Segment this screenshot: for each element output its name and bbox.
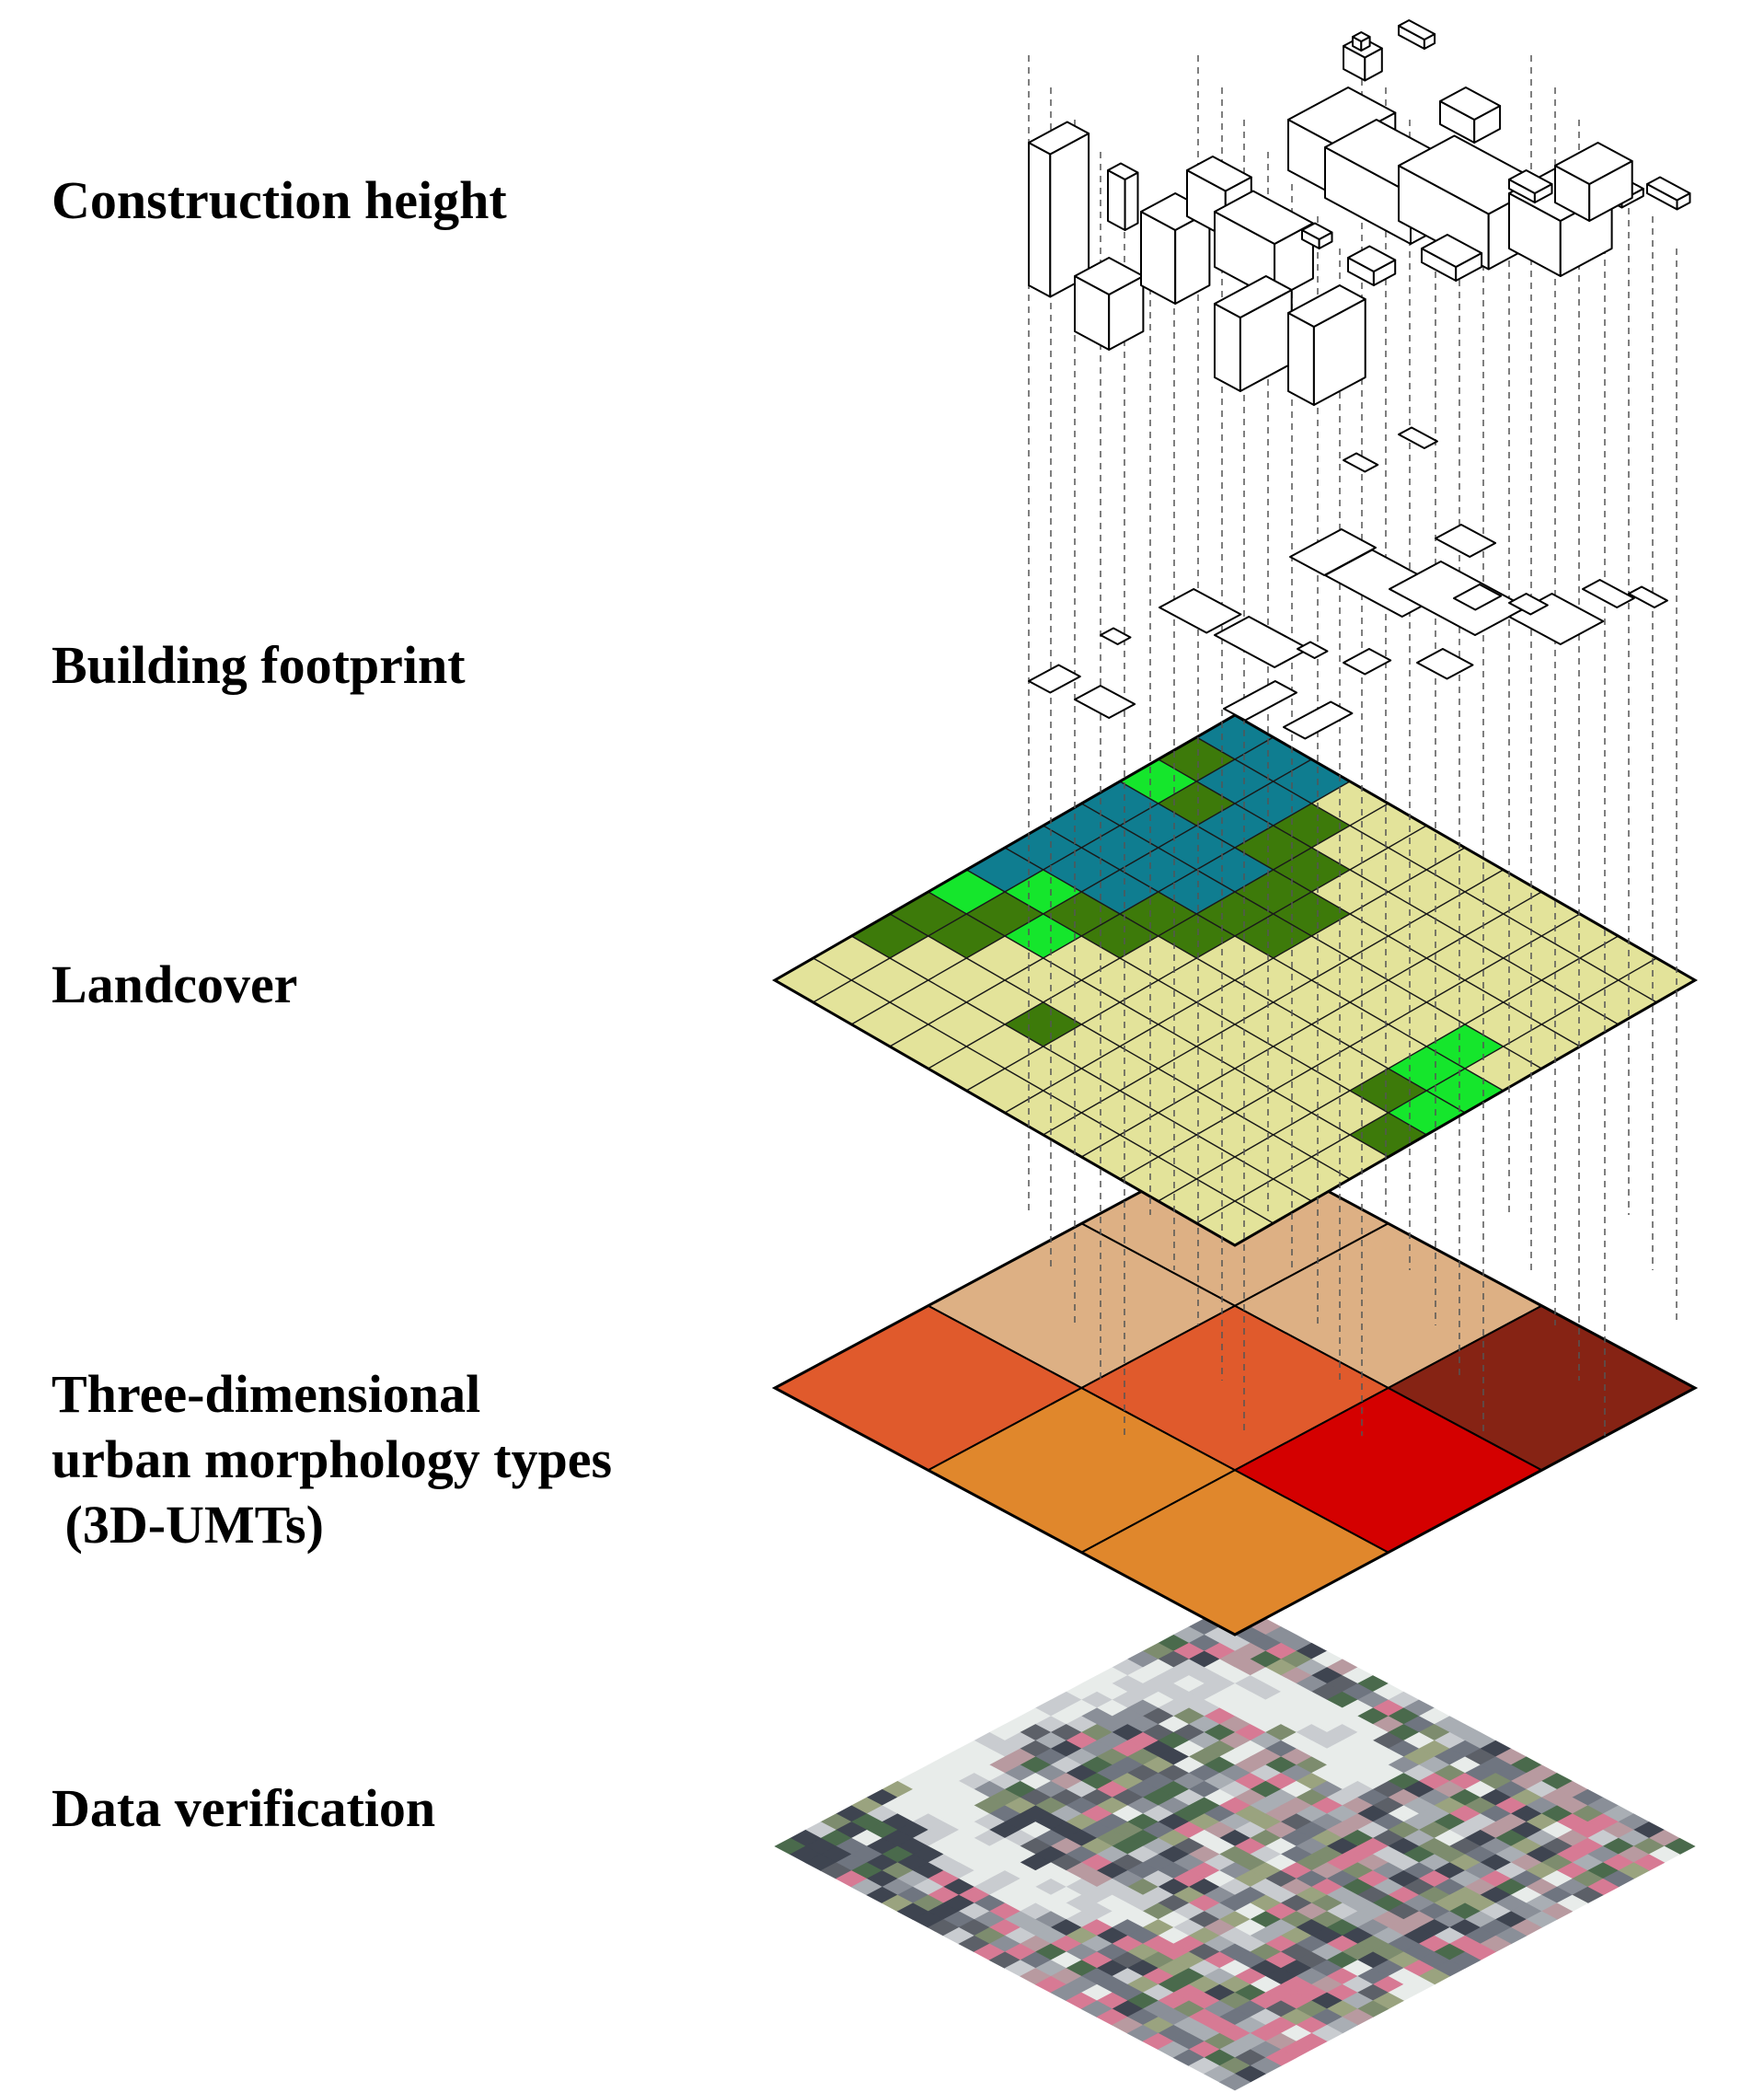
building-block bbox=[1186, 156, 1252, 192]
building-block bbox=[1439, 87, 1502, 121]
label-3d-umts: Three-dimensional urban morphology types… bbox=[52, 1362, 612, 1557]
building-block-side bbox=[1287, 312, 1315, 406]
building-block-side bbox=[1107, 169, 1126, 231]
building-footprint-shape bbox=[1028, 664, 1081, 694]
building-footprint-shape bbox=[1283, 700, 1354, 740]
building-footprint-layer bbox=[1028, 426, 1668, 740]
building-footprint-shape bbox=[1074, 685, 1136, 719]
building-footprint-shape bbox=[1343, 452, 1379, 473]
landcover-layer bbox=[771, 713, 1699, 1247]
building-footprint-shape bbox=[1343, 648, 1392, 676]
building-block bbox=[1107, 162, 1139, 180]
building-footprint-shape bbox=[1416, 648, 1474, 680]
building-block bbox=[1554, 142, 1633, 185]
building-block-side bbox=[1214, 303, 1241, 392]
building-footprint-shape bbox=[1223, 680, 1297, 722]
building-block-side bbox=[1028, 142, 1052, 298]
building-block bbox=[1646, 176, 1691, 202]
building-footprint-shape bbox=[1159, 588, 1242, 634]
building-block bbox=[1028, 121, 1090, 156]
label-landcover: Landcover bbox=[52, 954, 298, 1014]
building-footprint-shape bbox=[1398, 426, 1438, 449]
umt-outline bbox=[771, 1139, 1699, 1636]
building-footprint-shape bbox=[1508, 593, 1549, 616]
satellite-layer bbox=[774, 1602, 1696, 2091]
building-block bbox=[1508, 169, 1553, 194]
building-block bbox=[1214, 275, 1293, 318]
label-3d-umts-line-3: (3D-UMTs) bbox=[52, 1494, 324, 1555]
building-footprint-shape bbox=[1453, 584, 1503, 611]
building-footprint-shape bbox=[1297, 641, 1329, 659]
building-block bbox=[1301, 222, 1333, 240]
building-footprint-shape bbox=[1100, 627, 1132, 645]
building-block bbox=[1287, 284, 1366, 328]
label-3d-umts-line-2: urban morphology types bbox=[52, 1428, 613, 1489]
building-footprint-shape bbox=[1214, 616, 1310, 668]
satellite-pixel bbox=[1218, 2073, 1251, 2091]
label-3d-umts-line-1: Three-dimensional bbox=[52, 1364, 481, 1424]
label-building-footprint: Building footprint bbox=[52, 635, 466, 695]
building-footprint-shape bbox=[1289, 528, 1377, 576]
building-block bbox=[1347, 245, 1397, 272]
building-block-side bbox=[1124, 171, 1139, 231]
building-footprint-shape bbox=[1435, 524, 1497, 558]
building-block bbox=[1398, 19, 1436, 40]
building-block bbox=[1287, 87, 1397, 146]
construction-height-layer bbox=[1028, 19, 1691, 406]
label-data-verification: Data verification bbox=[52, 1778, 436, 1838]
landcover-outline bbox=[771, 713, 1699, 1247]
label-construction-height: Construction height bbox=[52, 170, 507, 230]
building-footprint-shape bbox=[1628, 585, 1668, 608]
building-block bbox=[1421, 234, 1483, 268]
building-footprint-shape bbox=[1582, 579, 1635, 608]
umt-layer bbox=[771, 1139, 1699, 1636]
building-block bbox=[1352, 31, 1371, 42]
